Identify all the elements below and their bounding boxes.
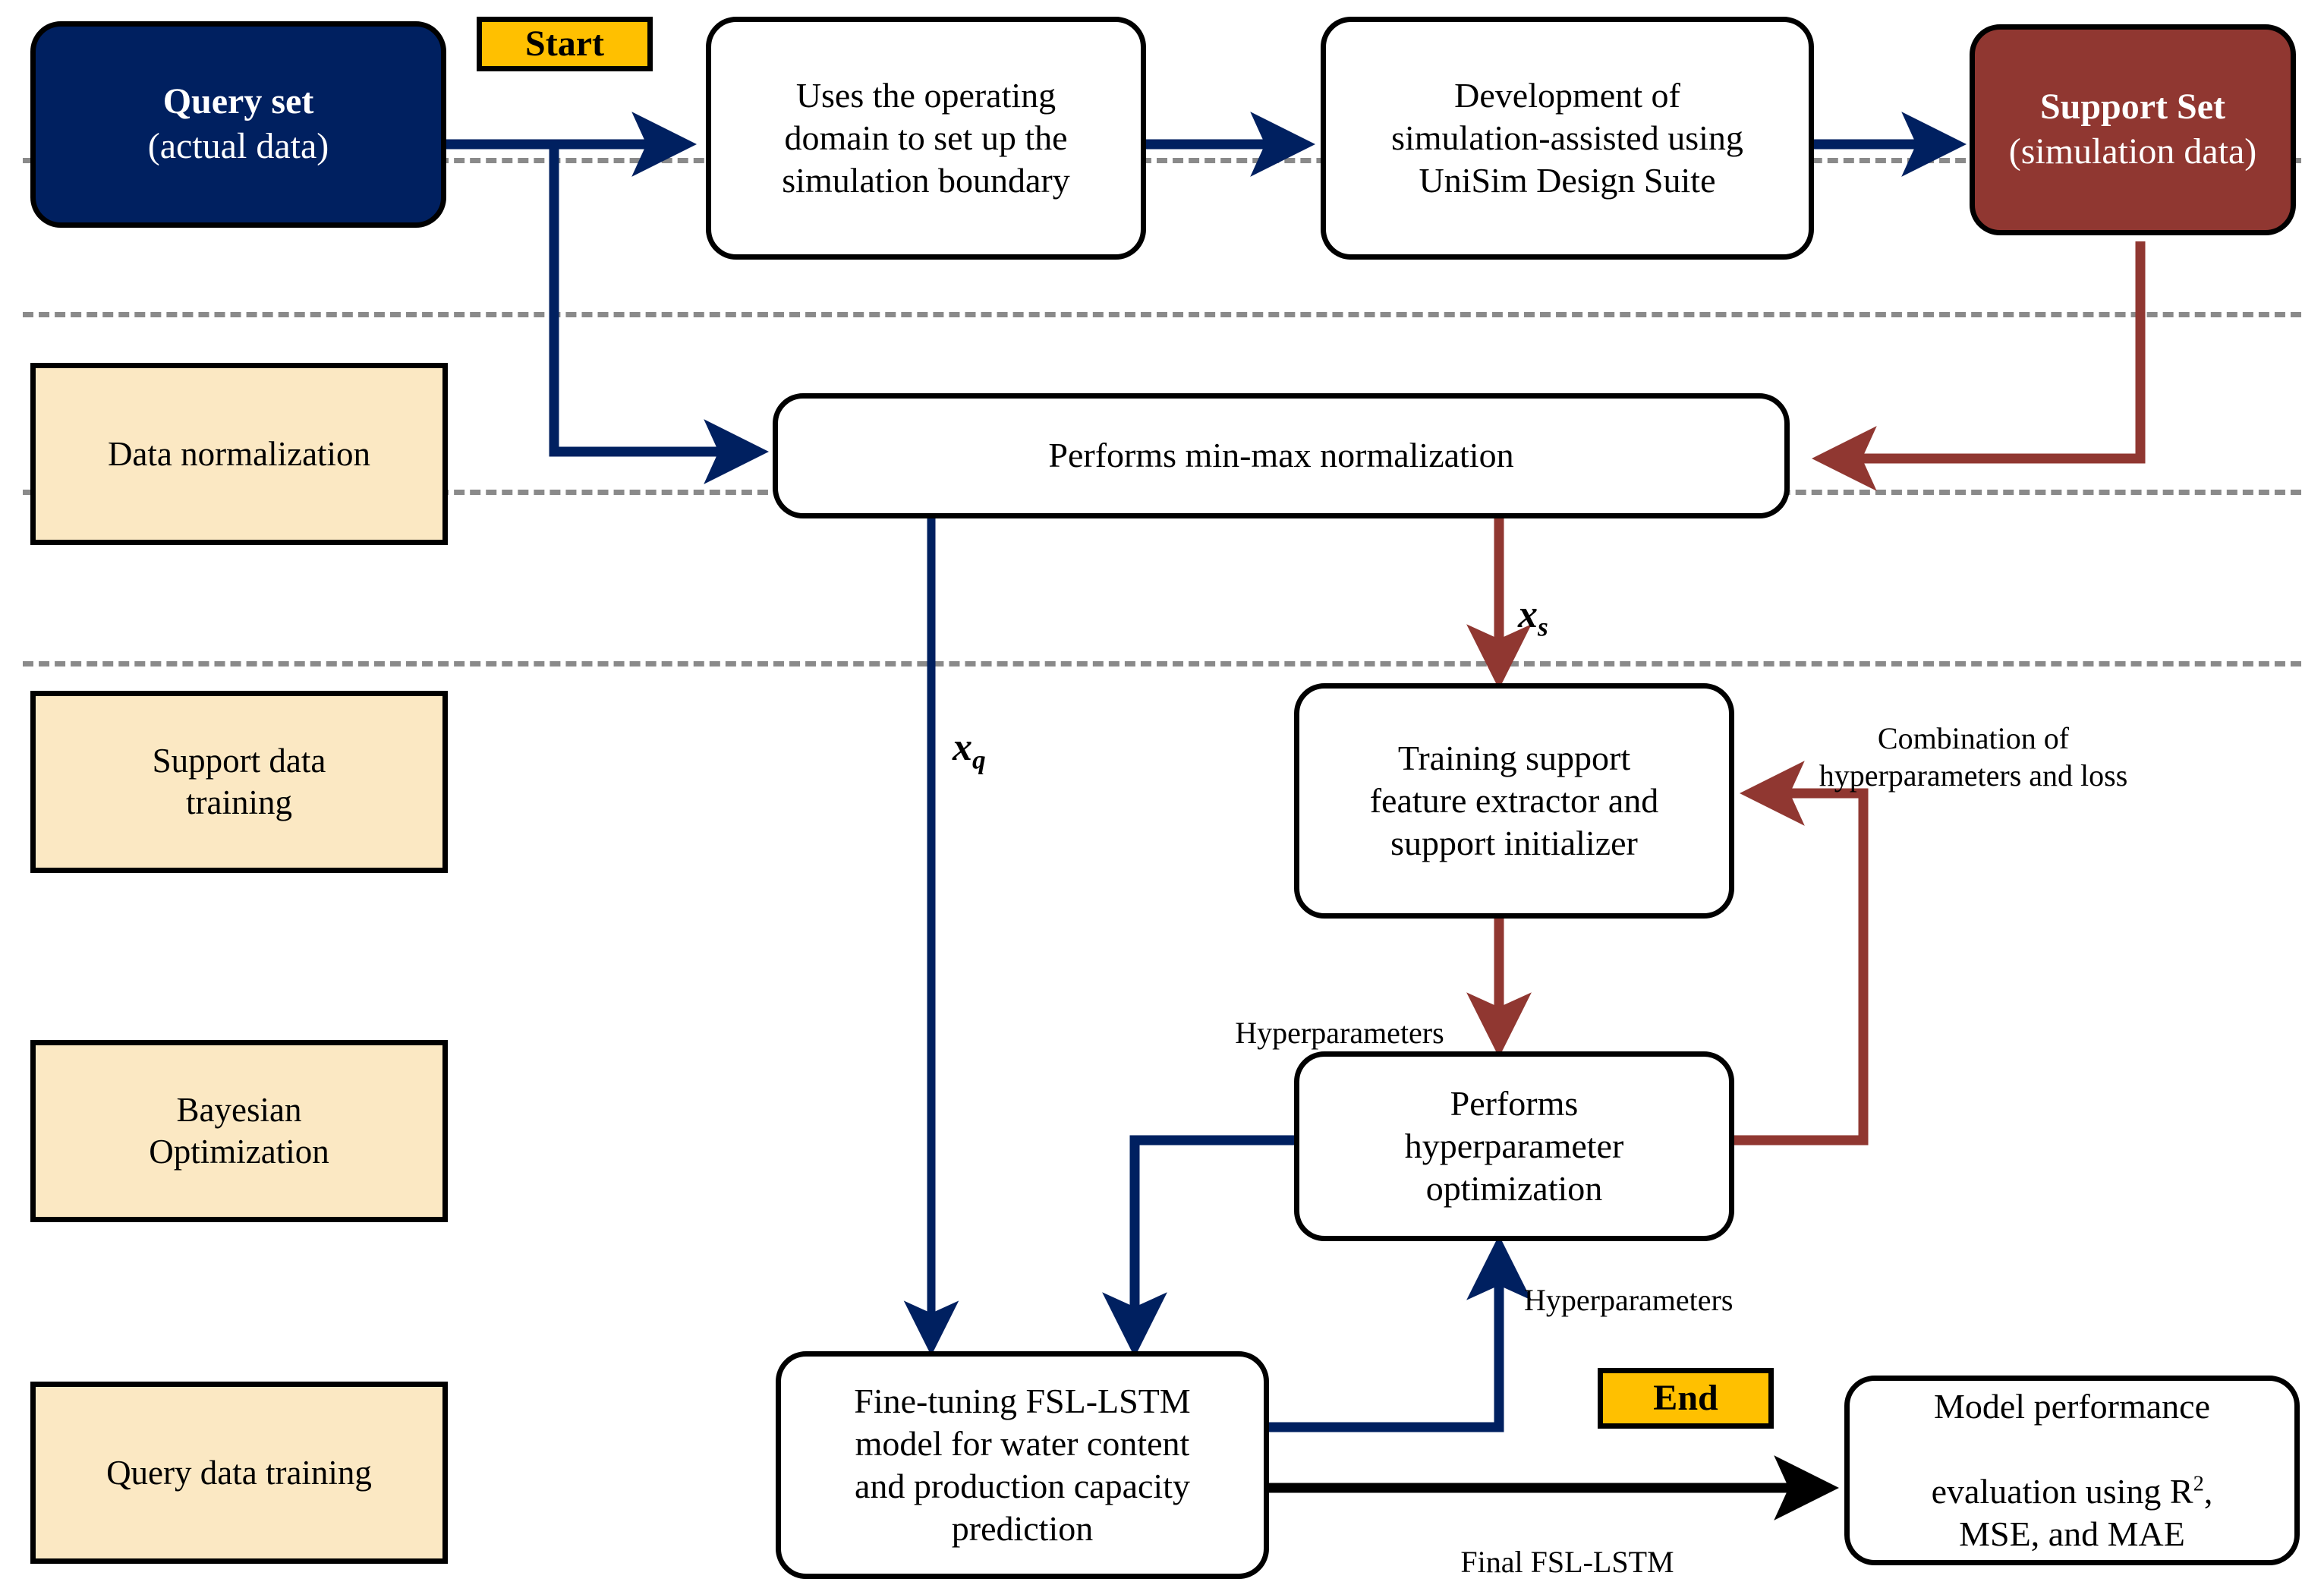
fine-tuning-label: Fine-tuning FSL-LSTM model for water con…: [854, 1381, 1191, 1549]
edge-label-x-q: xq: [953, 676, 986, 777]
hyperparameters-top-text: Hyperparameters: [1235, 1015, 1444, 1050]
operating-domain-label: Uses the operating domain to set up the …: [782, 75, 1070, 200]
evaluation-superscript: 2: [2193, 1472, 2204, 1496]
end-label: End: [1653, 1377, 1718, 1418]
node-training-support[interactable]: Training support feature extractor and s…: [1294, 683, 1734, 919]
edge-optimization-to-fine-tuning: [1102, 1135, 1294, 1358]
x-s-base: x: [1518, 593, 1538, 637]
lane-label-bayesian-optimization: Bayesian Optimization: [30, 1040, 448, 1222]
edge-optimization-feedback-to-training-support: [1734, 761, 1869, 1146]
lane-label-support-data-training: Support data training: [30, 691, 448, 873]
query-set-title: Query set: [162, 81, 314, 122]
node-hyperparameter-optimization[interactable]: Performs hyperparameter optimization: [1294, 1051, 1734, 1241]
node-query-set[interactable]: Query set (actual data): [30, 21, 446, 228]
evaluation-line3: MSE, and MAE: [1959, 1514, 2185, 1554]
lane-label-text: Data normalization: [107, 434, 371, 473]
normalization-label: Performs min-max normalization: [1048, 436, 1514, 475]
edge-label-hyperparameters-top: Hyperparameters: [1199, 978, 1480, 1052]
evaluation-line2-comma: ,: [2203, 1472, 2213, 1511]
support-set-subtitle: (simulation data): [2008, 131, 2257, 172]
node-start[interactable]: Start: [477, 17, 653, 71]
hyperparameter-optimization-label: Performs hyperparameter optimization: [1404, 1083, 1624, 1209]
lane-label-text: Bayesian Optimization: [149, 1091, 329, 1171]
development-label: Development of simulation-assisted using…: [1391, 75, 1743, 200]
edge-fine-tuning-to-optimization: [1269, 1234, 1532, 1432]
node-operating-domain[interactable]: Uses the operating domain to set up the …: [706, 17, 1146, 260]
x-q-base: x: [953, 726, 972, 770]
final-fsl-lstm-text: Final FSL-LSTM: [1460, 1544, 1674, 1579]
support-set-title: Support Set: [2039, 87, 2226, 128]
x-s-sub: s: [1538, 611, 1548, 642]
lane-label-text: Query data training: [106, 1453, 372, 1492]
lane-label-data-normalization: Data normalization: [30, 363, 448, 545]
lane-label-query-data-training: Query data training: [30, 1382, 448, 1564]
edge-label-x-s: xs: [1518, 543, 1548, 644]
node-normalization[interactable]: Performs min-max normalization: [773, 393, 1790, 518]
query-set-subtitle: (actual data): [147, 126, 329, 166]
edge-label-combination: Combination of hyperparameters and loss: [1795, 683, 2152, 794]
node-fine-tuning[interactable]: Fine-tuning FSL-LSTM model for water con…: [776, 1351, 1269, 1579]
node-support-set[interactable]: Support Set (simulation data): [1970, 24, 2296, 235]
evaluation-line2: evaluation using R2,: [1932, 1428, 2213, 1513]
lane-divider-4: [23, 661, 2301, 667]
node-evaluation[interactable]: Model performance evaluation using R2, M…: [1844, 1376, 2300, 1565]
lane-divider-1: [23, 158, 2301, 163]
lane-divider-2: [23, 312, 2301, 317]
edge-support-set-to-normalization: [1811, 241, 2146, 491]
node-end[interactable]: End: [1598, 1368, 1774, 1429]
combination-text: Combination of hyperparameters and loss: [1819, 720, 2128, 793]
start-label: Start: [525, 23, 604, 64]
training-support-label: Training support feature extractor and s…: [1369, 738, 1659, 863]
evaluation-line2-text: evaluation using R: [1931, 1472, 2193, 1511]
lane-label-text: Support data training: [152, 742, 326, 821]
evaluation-line1: Model performance: [1933, 1386, 2210, 1426]
edge-label-hyperparameters-bottom: Hyperparameters: [1524, 1245, 1828, 1319]
edge-label-final-fsl-lstm: Final FSL-LSTM: [1400, 1507, 1734, 1581]
x-q-sub: q: [972, 744, 986, 775]
node-development[interactable]: Development of simulation-assisted using…: [1321, 17, 1814, 260]
hyperparameters-bottom-text: Hyperparameters: [1524, 1282, 1734, 1317]
